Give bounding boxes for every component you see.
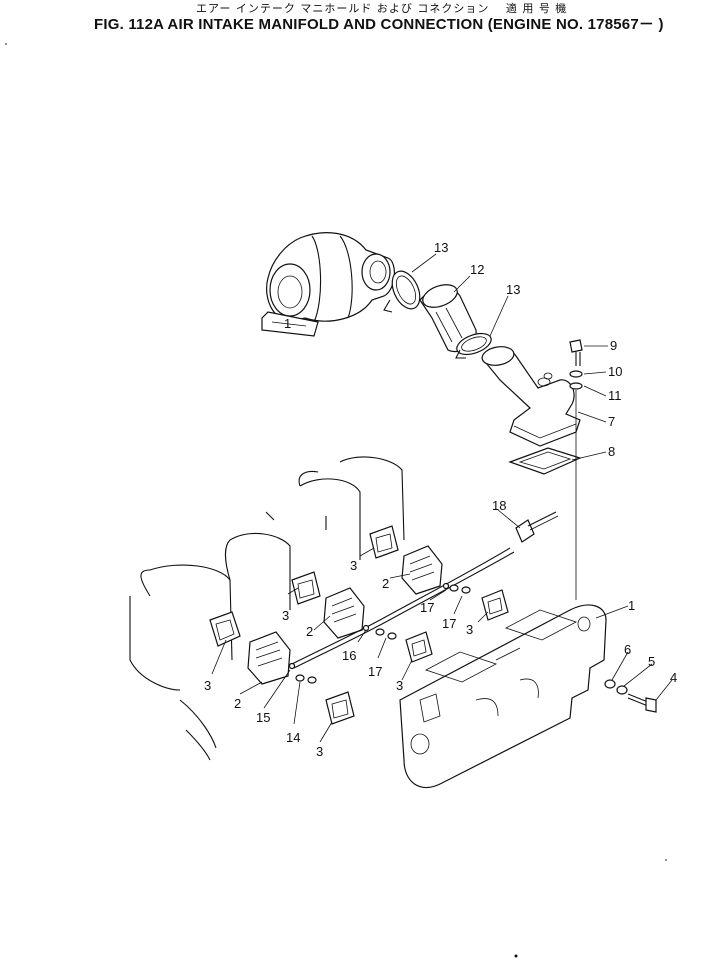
figure-title: FIG. 112A AIR INTAKE MANIFOLD AND CONNEC… bbox=[94, 16, 664, 33]
callout-14: 15 bbox=[256, 710, 270, 725]
bolt-and-washers bbox=[569, 339, 583, 600]
japanese-title: エアー インテーク マニホールド および コネクション 適 用 号 機 bbox=[196, 2, 568, 15]
callout-15: 16 bbox=[342, 648, 356, 663]
callout-8: 8 bbox=[608, 444, 615, 459]
callout-3-a: 3 bbox=[350, 558, 357, 573]
hose-clamp-upper bbox=[383, 270, 421, 313]
intake-connector bbox=[481, 346, 581, 447]
callout-3-f: 3 bbox=[316, 744, 323, 759]
callout-17-c: 14 bbox=[286, 730, 300, 745]
callout-3-b: 3 bbox=[282, 608, 289, 623]
intake-heaters bbox=[247, 545, 443, 685]
leader-lines bbox=[211, 253, 673, 743]
callout-9: 9 bbox=[610, 338, 617, 353]
manifold-bolt-set bbox=[604, 679, 657, 713]
callout-16: 17 bbox=[420, 600, 434, 615]
callout-17-a: 17 bbox=[442, 616, 456, 631]
hose-clamp-lower bbox=[455, 332, 492, 359]
callout-1-turbo: 1 bbox=[284, 316, 291, 331]
callout-12: 12 bbox=[470, 262, 484, 277]
callout-18: 18 bbox=[492, 498, 506, 513]
callout-13-upper: 13 bbox=[434, 240, 448, 255]
callout-3-e: 3 bbox=[204, 678, 211, 693]
port-gaskets bbox=[209, 525, 509, 725]
callout-7: 7 bbox=[608, 414, 615, 429]
gasket bbox=[508, 447, 582, 475]
callout-1-manifold: 1 bbox=[628, 598, 635, 613]
callout-4: 4 bbox=[670, 670, 677, 685]
callout-11: 11 bbox=[608, 388, 622, 403]
callout-2-a: 2 bbox=[382, 576, 389, 591]
callout-2-c: 2 bbox=[234, 696, 241, 711]
callout-5: 5 bbox=[648, 654, 655, 669]
callout-10: 10 bbox=[608, 364, 622, 379]
intake-manifold bbox=[399, 604, 607, 789]
scan-dot bbox=[5, 43, 7, 45]
callout-3-c: 3 bbox=[466, 622, 473, 637]
callout-13-lower: 13 bbox=[506, 282, 520, 297]
scan-dot bbox=[514, 954, 518, 958]
callout-3-d: 3 bbox=[396, 678, 403, 693]
scan-dot bbox=[665, 859, 667, 861]
connector-hose bbox=[419, 284, 477, 353]
turbocharger bbox=[261, 232, 395, 337]
terminal-nuts bbox=[295, 584, 471, 684]
callout-6: 6 bbox=[624, 642, 631, 657]
callout-labels: 13 12 13 1 9 10 11 7 8 18 1 6 5 4 3 2 3 … bbox=[204, 240, 677, 759]
heater-wiring bbox=[288, 511, 559, 670]
engine-cylinder-head bbox=[129, 456, 405, 761]
callout-17-b: 17 bbox=[368, 664, 382, 679]
callout-2-b: 2 bbox=[306, 624, 313, 639]
